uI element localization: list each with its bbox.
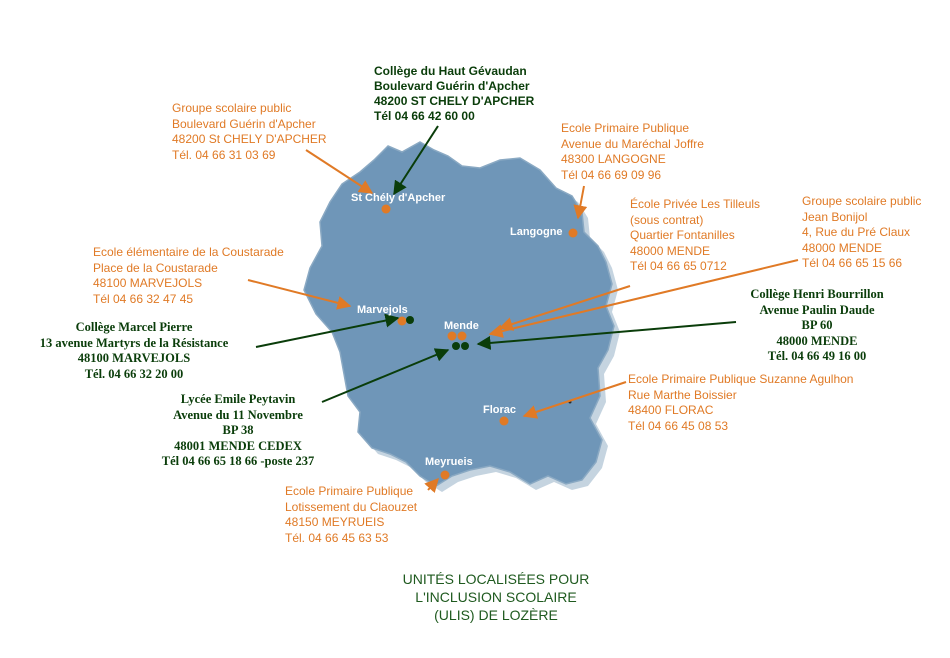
groupe-bonijol-address: 4, Rue du Pré Claux (802, 225, 911, 239)
arrow-lycee-peytavin (321, 348, 450, 403)
college-haut-gevaudan-city: 48200 ST CHELY D'APCHER (374, 94, 535, 108)
groupe-st-chely-phone: Tél. 04 66 31 03 69 (172, 147, 276, 162)
ecole-meyrueis-phone: Tél. 04 66 45 63 53 (285, 530, 389, 545)
groupe-bonijol-city: 48000 MENDE (802, 240, 883, 255)
arrow-groupe-st-chely (305, 149, 374, 194)
groupe-bonijol-subname: Jean Bonijol (802, 209, 868, 224)
school-marker-mende-2[interactable] (457, 331, 467, 341)
college-marcel-pierre-name: Collège Marcel Pierre (75, 320, 193, 334)
map-title-line-1: UNITÉS LOCALISÉES POUR (402, 571, 590, 587)
ecole-meyrueis-city: 48150 MEYRUEIS (285, 515, 385, 529)
college-bourrillon-bp: BP 60 (801, 318, 833, 332)
arrow-ecole-coustarade (247, 279, 352, 310)
college-bourrillon-city: 48000 MENDE (776, 333, 858, 348)
lycee-peytavin-phone: Tél 04 66 65 18 66 -poste 237 (161, 454, 315, 468)
arrow-college-bourrillon (476, 321, 737, 350)
college-haut-gevaudan-address: Boulevard Guérin d'Apcher (374, 79, 530, 93)
label-ecole-tilleuls: École Privée Les Tilleuls (sous contrat)… (630, 197, 760, 275)
ecole-coustarade-phone: Tél 04 66 32 47 45 (93, 291, 194, 306)
label-ecole-langogne: Ecole Primaire Publique Avenue du Maréch… (561, 121, 704, 183)
town-label-marvejols: Marvejols (357, 304, 408, 316)
ecole-langogne-phone: Tél 04 66 69 09 96 (561, 167, 662, 182)
arrow-ecole-tilleuls (498, 285, 631, 331)
label-ecole-agulhon: Ecole Primaire Publique Suzanne Agulhon … (628, 372, 853, 434)
college-marcel-pierre-phone: Tél. 04 66 32 20 00 (84, 366, 184, 381)
ecole-coustarade-name: Ecole élémentaire de la Coustarade (93, 245, 284, 259)
college-marcel-pierre-city: 48100 MARVEJOLS (77, 351, 191, 365)
groupe-st-chely-city: 48200 St CHELY D'APCHER (172, 132, 327, 146)
ecole-langogne-address: Avenue du Maréchal Joffre (561, 136, 704, 151)
school-marker-langogne[interactable] (568, 228, 578, 238)
label-college-bourrillon: Collège Henri Bourrillon Avenue Paulin D… (730, 287, 904, 365)
arrow-groupe-bonijol (488, 259, 799, 338)
groupe-st-chely-name: Groupe scolaire public (172, 101, 292, 115)
ecole-agulhon-name: Ecole Primaire Publique Suzanne Agulhon (628, 372, 854, 386)
arrow-ecole-langogne (573, 185, 588, 220)
groupe-st-chely-address: Boulevard Guérin d'Apcher (172, 116, 316, 131)
arrow-ecole-agulhon (522, 381, 627, 419)
college-marker-marvejols[interactable] (406, 316, 414, 324)
ecole-tilleuls-phone: Tél 04 66 65 0712 (630, 259, 727, 273)
label-groupe-bonijol: Groupe scolaire public Jean Bonijol 4, R… (802, 194, 921, 272)
label-groupe-st-chely: Groupe scolaire public Boulevard Guérin … (172, 101, 327, 163)
ecole-agulhon-phone: Tél 04 66 45 08 53 (628, 418, 729, 433)
department-lozere (303, 141, 615, 487)
college-marcel-pierre-address: 13 avenue Martyrs de la Résistance (39, 335, 229, 350)
lycee-peytavin-address: Avenue du 11 Novembre (173, 407, 303, 422)
ecole-langogne-city: 48300 LANGOGNE (561, 152, 666, 166)
school-marker-st-chely[interactable] (381, 204, 391, 214)
label-college-haut-gevaudan: Collège du Haut Gévaudan Boulevard Guéri… (374, 64, 534, 124)
ecole-tilleuls-name: École Privée Les Tilleuls (630, 197, 761, 211)
arrow-ecole-meyrueis (424, 477, 439, 494)
school-marker-marvejols[interactable] (397, 316, 407, 326)
lycee-peytavin-city: 48001 MENDE CEDEX (174, 438, 302, 453)
ecole-meyrueis-name: Ecole Primaire Publique (285, 484, 414, 498)
label-ecole-coustarade: Ecole élémentaire de la Coustarade Place… (93, 245, 284, 307)
label-ecole-meyrueis: Ecole Primaire Publique Lotissement du C… (285, 484, 417, 546)
groupe-bonijol-phone: Tél 04 66 65 15 66 (802, 256, 903, 270)
ecole-agulhon-city: 48400 FLORAC (628, 403, 714, 417)
groupe-bonijol-name: Groupe scolaire public (802, 194, 922, 208)
town-label-langogne: Langogne (510, 226, 563, 238)
arrow-college-marcel-pierre (255, 313, 400, 348)
town-label-st-chely: St Chély d'Apcher (351, 192, 446, 204)
college-bourrillon-name: Collège Henri Bourrillon (750, 287, 884, 301)
ecole-agulhon-address: Rue Marthe Boissier (628, 387, 737, 402)
college-marker-mende-1[interactable] (452, 342, 460, 350)
college-bourrillon-address: Avenue Paulin Daude (759, 302, 875, 317)
school-marker-meyrueis[interactable] (440, 470, 450, 480)
college-haut-gevaudan-phone: Tél 04 66 42 60 00 (374, 109, 475, 123)
town-label-meyrueis: Meyrueis (425, 456, 473, 468)
arrow-college-haut-gevaudan (393, 125, 439, 196)
label-lycee-peytavin: Lycée Emile Peytavin Avenue du 11 Novemb… (140, 392, 336, 470)
ecole-tilleuls-city: 48000 MENDE (630, 243, 711, 258)
lycee-peytavin-name: Lycée Emile Peytavin (180, 392, 296, 406)
ecole-meyrueis-address: Lotissement du Claouzet (285, 499, 418, 514)
map-title-line-2: L'INCLUSION SCOLAIRE (415, 589, 577, 605)
school-marker-florac[interactable] (499, 416, 509, 426)
label-college-marcel-pierre: Collège Marcel Pierre 13 avenue Martyrs … (14, 320, 254, 382)
ecole-coustarade-address: Place de la Coustarade (93, 260, 218, 275)
college-haut-gevaudan-name: Collège du Haut Gévaudan (374, 64, 527, 78)
town-label-mende: Mende (444, 320, 479, 332)
ecole-tilleuls-address: Quartier Fontanilles (630, 228, 735, 242)
college-bourrillon-phone: Tél. 04 66 49 16 00 (767, 349, 867, 363)
school-marker-mende-1[interactable] (447, 331, 457, 341)
ecole-tilleuls-status: (sous contrat) (630, 212, 704, 227)
ecole-coustarade-city: 48100 MARVEJOLS (93, 276, 203, 290)
map-title: UNITÉS LOCALISÉES POUR L'INCLUSION SCOLA… (336, 570, 656, 624)
college-marker-mende-2[interactable] (461, 342, 469, 350)
map-title-line-3: (ULIS) DE LOZÈRE (434, 607, 558, 623)
town-label-florac: Florac (483, 404, 517, 416)
ecole-langogne-name: Ecole Primaire Publique (561, 121, 690, 135)
lycee-peytavin-bp: BP 38 (222, 423, 254, 437)
